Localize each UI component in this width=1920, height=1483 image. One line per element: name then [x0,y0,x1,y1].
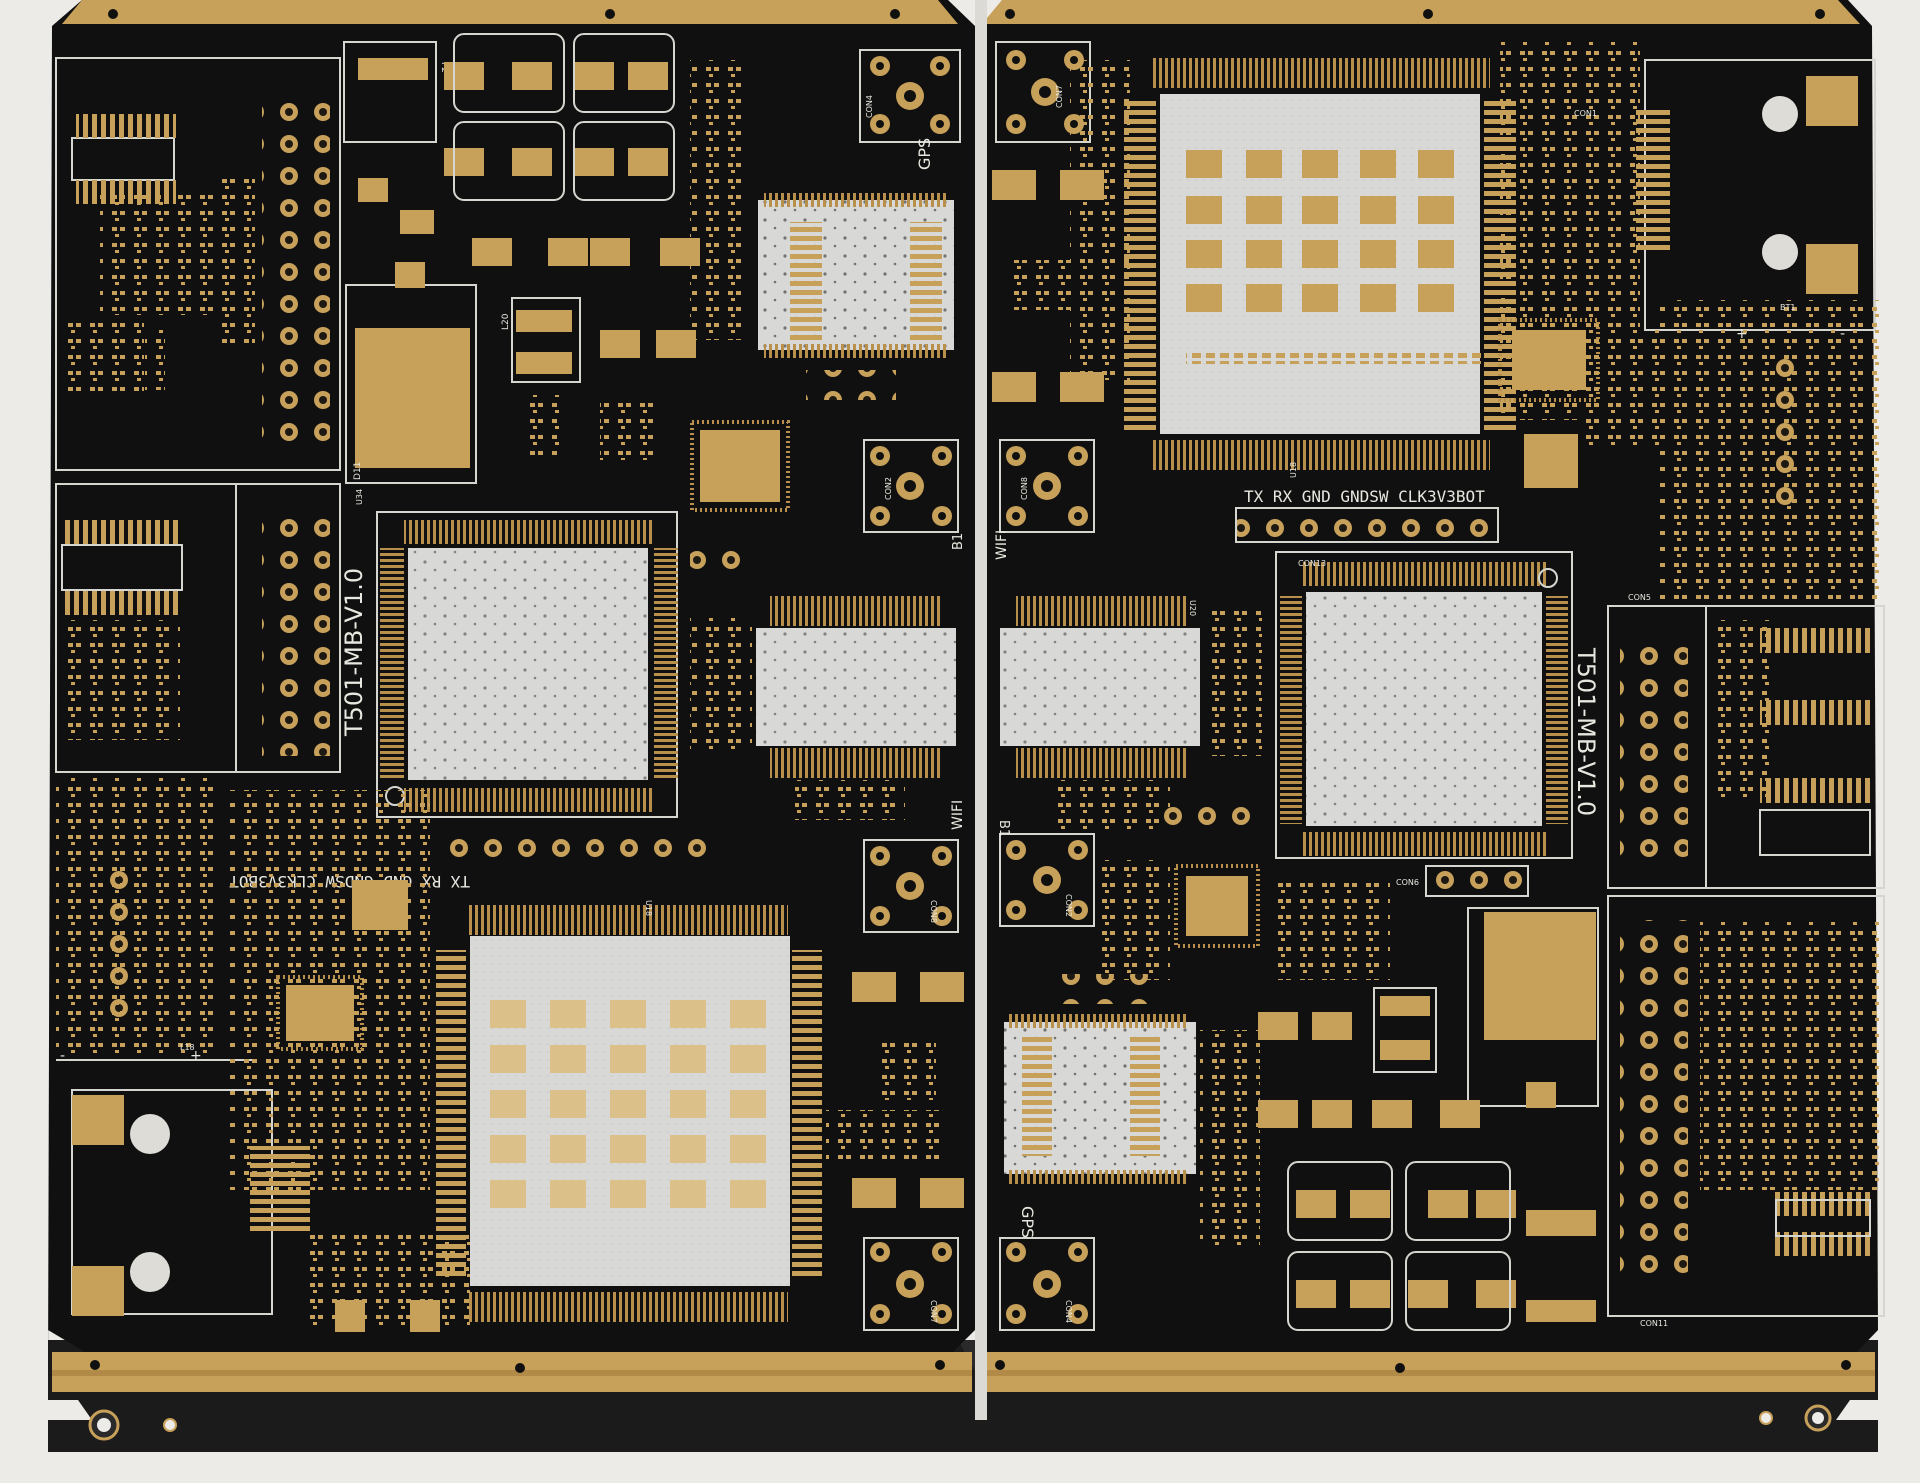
svg-text:B1: B1 [951,533,966,550]
svg-text:CON2: CON2 [1064,894,1073,917]
svg-text:BT1: BT1 [1780,303,1795,312]
board-name-right: T501-MB-V1.0 [1572,647,1600,816]
svg-text:U34: U34 [355,489,364,505]
svg-text:CON8: CON8 [929,900,938,923]
gps-label-left-top: GPS [915,138,934,170]
left-board: F2 D11 L20 [48,0,975,1392]
fiducial-icon [108,9,118,19]
svg-text:CON7: CON7 [1055,85,1064,108]
svg-text:-: - [60,1048,65,1064]
svg-text:CON2: CON2 [884,477,893,500]
svg-text:CON7: CON7 [929,1300,938,1323]
svg-text:CON8: CON8 [1020,477,1029,500]
panel-v-score [975,0,987,1420]
svg-text:L18: L18 [180,1043,195,1052]
right-board: U18 TX RX GND GNDSW CLK3V3BOT CON7 CON8 … [982,0,1885,1392]
svg-text:CON4: CON4 [865,95,874,118]
svg-text:U18: U18 [644,900,653,916]
svg-text:U20: U20 [1188,600,1197,616]
wifi-label-right: WIFI [994,530,1010,560]
wifi-label-left: WIFI [950,800,966,830]
svg-text:B1: B1 [996,820,1011,837]
svg-text:U18: U18 [1289,462,1298,478]
svg-text:CON11: CON11 [1640,1319,1668,1328]
svg-text:CON5: CON5 [1628,593,1651,602]
svg-text:-: - [1840,326,1845,342]
svg-text:CON6: CON6 [1396,878,1419,887]
svg-text:CON4: CON4 [1064,1300,1073,1323]
gps-label-right: GPS [1018,1206,1037,1238]
header-label-right: TX RX GND GNDSW CLK3V3BOT [1244,487,1485,506]
svg-text:L20: L20 [501,313,511,330]
board-name-left: T501-MB-V1.0 [340,568,368,737]
svg-text:+: + [1736,326,1748,342]
svg-text:+: + [190,1048,202,1064]
mounting-hole-icon [88,1404,1832,1441]
svg-text:CON13: CON13 [1298,559,1326,568]
svg-text:D11: D11 [353,462,363,480]
svg-text:CON1: CON1 [1574,109,1597,118]
